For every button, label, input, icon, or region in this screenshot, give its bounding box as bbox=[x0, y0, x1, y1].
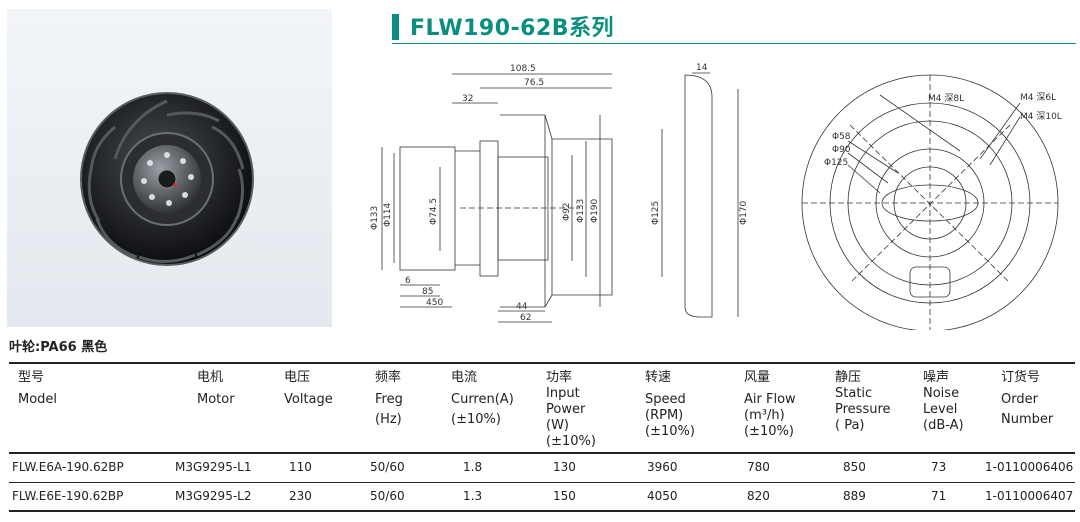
dim-14: 14 bbox=[696, 63, 708, 73]
dim-32: 32 bbox=[462, 94, 473, 104]
cell-order-number: 1-0110006406 bbox=[985, 460, 1074, 474]
cell-order-number: 1-0110006407 bbox=[985, 489, 1074, 503]
dim-6: 6 bbox=[405, 276, 411, 286]
dim-phi125-front: Φ125 bbox=[824, 158, 848, 168]
dim-phi170: Φ170 bbox=[739, 200, 749, 225]
dim-108-5: 108.5 bbox=[510, 64, 536, 74]
table-row: FLW.E6E-190.62BP M3G9295-L2 230 50/60 1.… bbox=[9, 483, 1075, 511]
title-underline bbox=[392, 43, 1076, 44]
dim-phi114: Φ114 bbox=[383, 202, 393, 227]
cell-motor: M3G9295-L1 bbox=[175, 460, 252, 474]
cell-speed: 3960 bbox=[647, 460, 678, 474]
cell-speed: 4050 bbox=[647, 489, 678, 503]
dim-62: 62 bbox=[520, 313, 531, 323]
dim-m4-depth10: M4 深10L bbox=[1020, 111, 1062, 122]
dim-76-5: 76.5 bbox=[524, 78, 544, 88]
dim-phi90: Φ90 bbox=[832, 145, 851, 155]
cell-motor: M3G9295-L2 bbox=[175, 489, 252, 503]
dim-m4-depth6: M4 深6L bbox=[1020, 92, 1056, 103]
dim-phi58: Φ58 bbox=[832, 132, 851, 142]
cell-current: 1.3 bbox=[463, 489, 483, 503]
cell-voltage: 110 bbox=[289, 460, 312, 474]
dim-m4-depth8: M4 深8L bbox=[928, 93, 964, 104]
cell-static-pressure: 850 bbox=[843, 460, 866, 474]
cell-frequency: 50/60 bbox=[370, 489, 405, 503]
cell-air-flow: 780 bbox=[747, 460, 770, 474]
cell-noise-level: 73 bbox=[931, 460, 947, 474]
cell-static-pressure: 889 bbox=[843, 489, 866, 503]
row-divider bbox=[9, 482, 1075, 483]
product-photo bbox=[7, 9, 332, 327]
dim-85: 85 bbox=[422, 287, 433, 297]
table-top-rule bbox=[9, 362, 1075, 364]
dim-phi133-right: Φ133 bbox=[576, 199, 586, 223]
cell-model: FLW.E6E-190.62BP bbox=[12, 489, 124, 503]
cell-voltage: 230 bbox=[289, 489, 312, 503]
cell-current: 1.8 bbox=[463, 460, 483, 474]
cell-input-power: 150 bbox=[553, 489, 576, 503]
series-title: FLW190-62B系列 bbox=[410, 16, 615, 41]
cell-noise-level: 71 bbox=[931, 489, 947, 503]
cell-frequency: 50/60 bbox=[370, 460, 405, 474]
title-accent-bar bbox=[392, 14, 399, 40]
dim-450: 450 bbox=[426, 298, 443, 308]
dim-phi133-left: Φ133 bbox=[370, 206, 380, 230]
cell-input-power: 130 bbox=[553, 460, 576, 474]
table-row: FLW.E6A-190.62BP M3G9295-L1 110 50/60 1.… bbox=[9, 454, 1075, 482]
technical-drawing: 108.5 76.5 32 Φ133 Φ114 Φ74.5 Φ92 Φ133 Φ… bbox=[370, 63, 1062, 330]
dim-44: 44 bbox=[516, 302, 528, 312]
header-bottom-rule bbox=[9, 452, 1075, 454]
dim-phi74-5: Φ74.5 bbox=[429, 198, 439, 225]
dim-phi190: Φ190 bbox=[590, 198, 600, 223]
table-bottom-rule bbox=[9, 510, 1075, 512]
dim-phi125-profile: Φ125 bbox=[651, 201, 661, 225]
cell-model: FLW.E6A-190.62BP bbox=[12, 460, 124, 474]
impeller-material-note: 叶轮:PA66 黑色 bbox=[9, 340, 108, 355]
cell-air-flow: 820 bbox=[747, 489, 770, 503]
dim-phi92: Φ92 bbox=[562, 202, 572, 221]
